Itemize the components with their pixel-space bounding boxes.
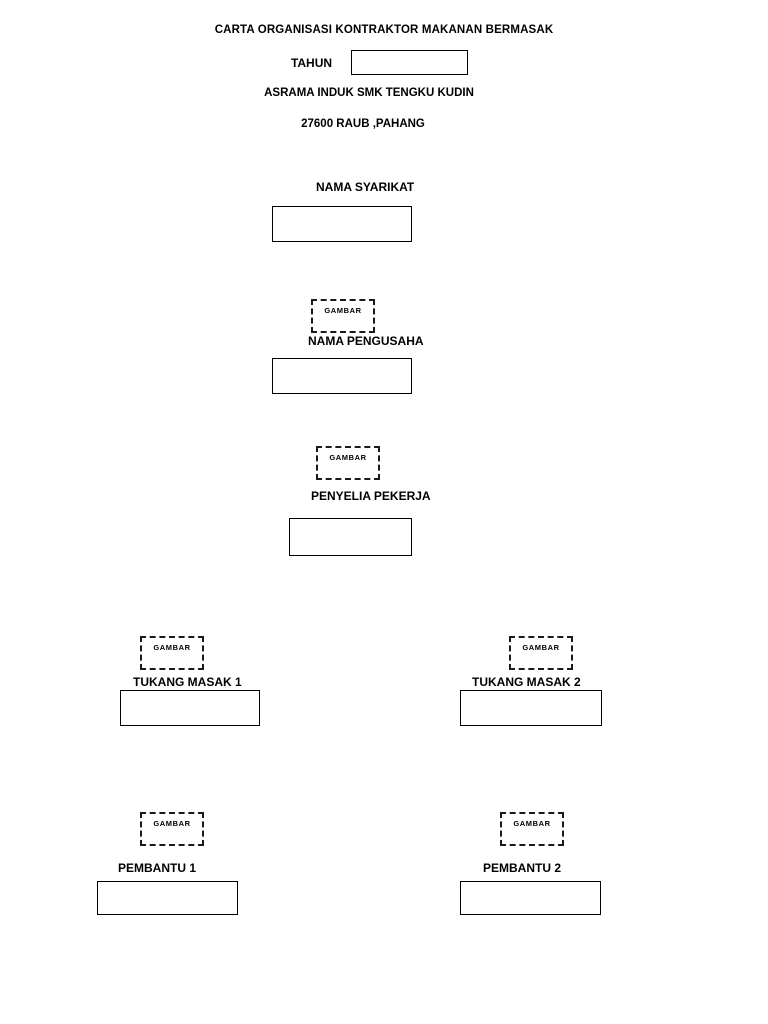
photo-placeholder-penyelia-pekerja[interactable]: GAMBAR bbox=[316, 446, 380, 480]
photo-placeholder-pembantu-2[interactable]: GAMBAR bbox=[500, 812, 564, 846]
name-field-pembantu-2[interactable] bbox=[460, 881, 601, 915]
node-label-nama-pengusaha: NAMA PENGUSAHA bbox=[308, 334, 424, 348]
photo-placeholder-tukang-masak-1[interactable]: GAMBAR bbox=[140, 636, 204, 670]
institution-address: 27600 RAUB ,PAHANG bbox=[301, 118, 425, 130]
tahun-input[interactable] bbox=[351, 50, 469, 75]
page-title: CARTA ORGANISASI KONTRAKTOR MAKANAN BERM… bbox=[214, 24, 554, 36]
gambar-label: GAMBAR bbox=[153, 819, 191, 828]
name-field-tukang-masak-1[interactable] bbox=[120, 690, 260, 726]
gambar-label: GAMBAR bbox=[513, 819, 551, 828]
node-label-tukang-masak-1: TUKANG MASAK 1 bbox=[133, 675, 242, 689]
name-field-nama-pengusaha[interactable] bbox=[272, 358, 412, 394]
photo-placeholder-tukang-masak-2[interactable]: GAMBAR bbox=[509, 636, 573, 670]
node-label-pembantu-2: PEMBANTU 2 bbox=[483, 861, 562, 875]
name-field-pembantu-1[interactable] bbox=[97, 881, 238, 915]
name-field-penyelia-pekerja[interactable] bbox=[289, 518, 412, 556]
node-label-pembantu-1: PEMBANTU 1 bbox=[118, 861, 197, 875]
node-label-penyelia-pekerja: PENYELIA PEKERJA bbox=[311, 489, 431, 503]
gambar-label: GAMBAR bbox=[329, 453, 367, 462]
node-label-nama-syarikat: NAMA SYARIKAT bbox=[316, 180, 415, 194]
tahun-label: TAHUN bbox=[290, 55, 333, 70]
node-label-tukang-masak-2: TUKANG MASAK 2 bbox=[472, 675, 581, 689]
institution-name: ASRAMA INDUK SMK TENGKU KUDIN bbox=[264, 87, 474, 99]
photo-placeholder-pembantu-1[interactable]: GAMBAR bbox=[140, 812, 204, 846]
name-field-nama-syarikat[interactable] bbox=[272, 206, 412, 242]
name-field-tukang-masak-2[interactable] bbox=[460, 690, 602, 726]
photo-placeholder-nama-pengusaha[interactable]: GAMBAR bbox=[311, 299, 375, 333]
gambar-label: GAMBAR bbox=[153, 643, 191, 652]
tahun-row: TAHUN bbox=[0, 50, 768, 75]
gambar-label: GAMBAR bbox=[324, 306, 362, 315]
gambar-label: GAMBAR bbox=[522, 643, 560, 652]
